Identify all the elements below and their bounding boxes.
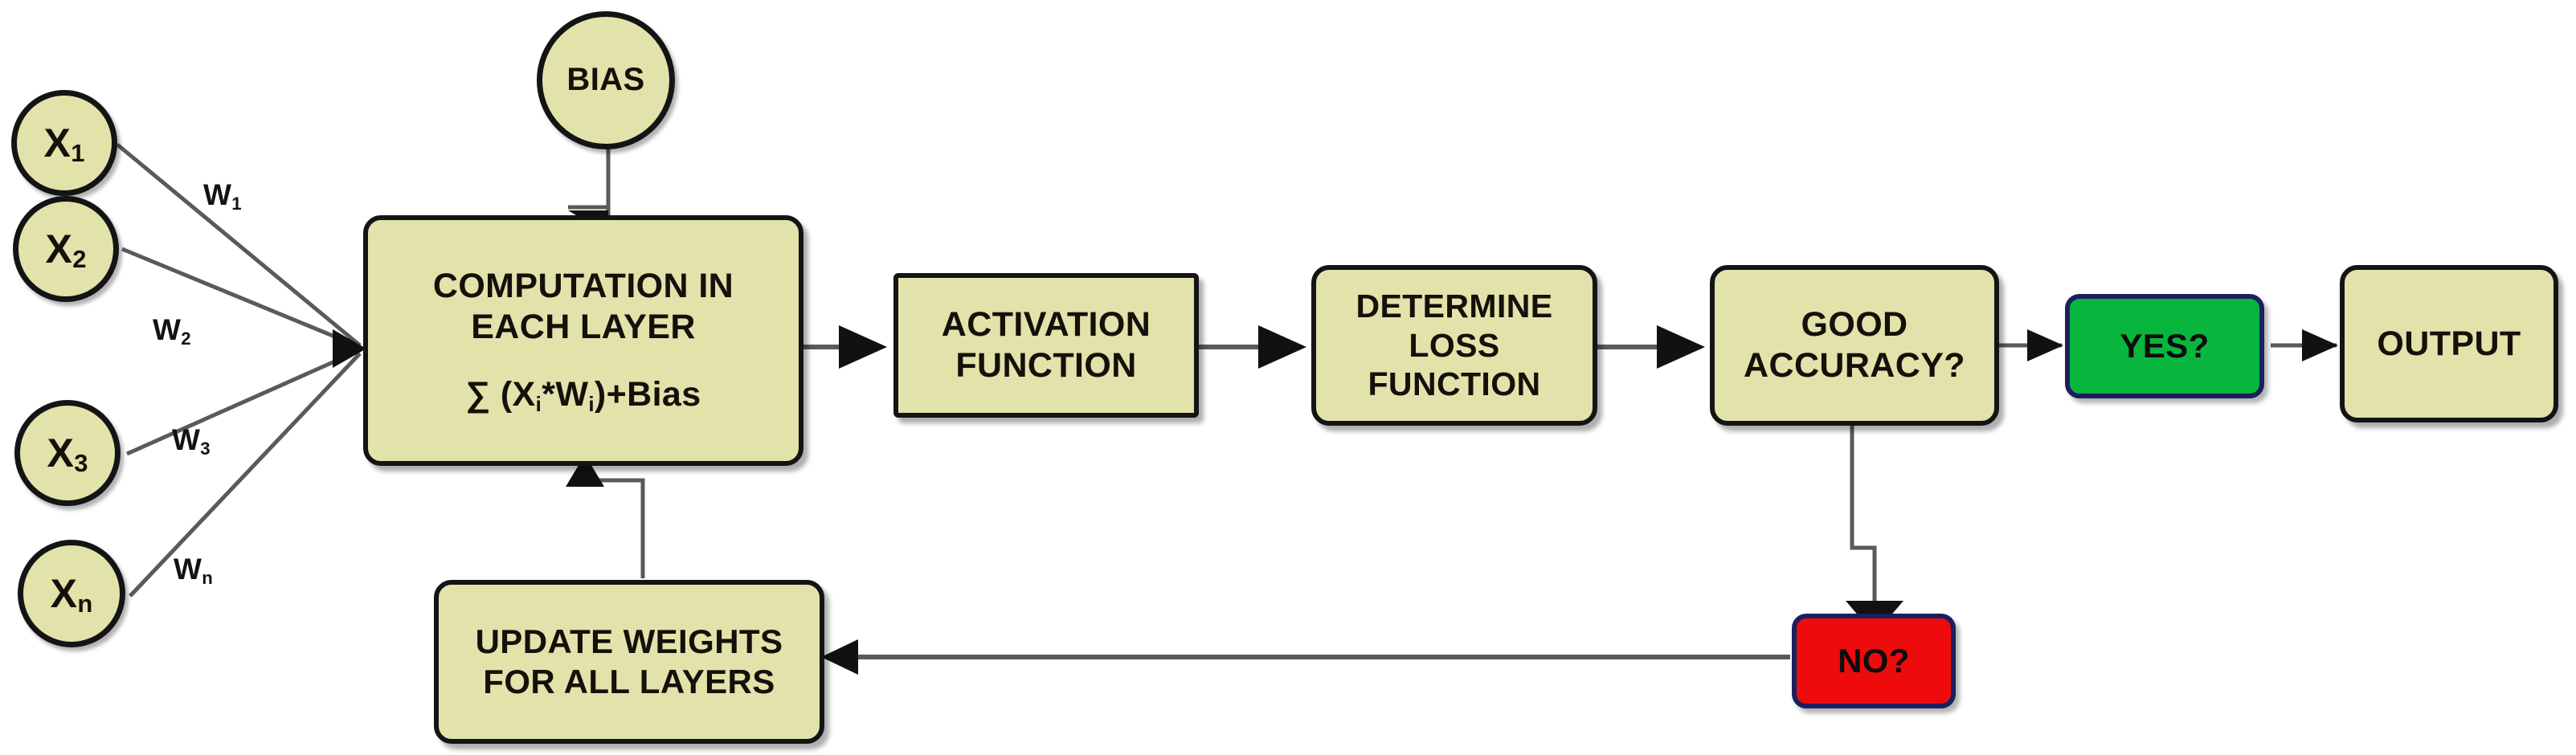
- computation-formula: ∑ (Xi*Wi)+Bias: [465, 375, 701, 416]
- loss-function-node[interactable]: DETERMINE LOSS FUNCTION: [1311, 265, 1597, 426]
- weight-label-w3: W3: [172, 423, 211, 459]
- weight-label-wn: Wn: [174, 553, 214, 588]
- weight-label-w1: W1: [203, 178, 242, 214]
- no-branch-node[interactable]: NO?: [1792, 614, 1956, 708]
- loss-line-2: LOSS: [1409, 326, 1500, 364]
- output-node[interactable]: OUTPUT: [2340, 265, 2558, 422]
- input-node-xn[interactable]: Xn: [18, 540, 125, 647]
- activation-line-1: ACTIVATION: [941, 305, 1151, 345]
- weight-label-w2: W2: [153, 313, 191, 349]
- update-weights-node[interactable]: UPDATE WEIGHTS FOR ALL LAYERS: [434, 580, 824, 744]
- edge-accuracy-no: [1850, 424, 1877, 604]
- loss-line-3: FUNCTION: [1368, 365, 1541, 403]
- output-label: OUTPUT: [2377, 324, 2521, 363]
- yes-branch-node[interactable]: YES?: [2065, 294, 2264, 398]
- computation-node[interactable]: COMPUTATION IN EACH LAYER ∑ (Xi*Wi)+Bias: [363, 215, 803, 466]
- input-node-x1-label: X1: [43, 120, 85, 168]
- bias-node[interactable]: BIAS: [537, 11, 675, 149]
- input-node-x2[interactable]: X2: [13, 196, 119, 302]
- input-node-x2-label: X2: [45, 226, 87, 274]
- loss-line-1: DETERMINE: [1355, 288, 1553, 325]
- update-weights-line-1: UPDATE WEIGHTS: [475, 622, 783, 661]
- activation-line-2: FUNCTION: [955, 346, 1137, 385]
- computation-line-1: COMPUTATION IN: [432, 266, 734, 305]
- bias-node-label: BIAS: [566, 62, 645, 98]
- arrowhead-update-weights: [821, 639, 858, 675]
- accuracy-line-1: GOOD: [1801, 305, 1908, 345]
- accuracy-line-2: ACCURACY?: [1744, 346, 1965, 385]
- accuracy-decision-node[interactable]: GOOD ACCURACY?: [1710, 265, 1999, 426]
- input-node-xn-label: Xn: [50, 570, 93, 618]
- edge-x3-computation: [125, 348, 362, 456]
- computation-line-2: EACH LAYER: [471, 307, 696, 346]
- input-node-x1[interactable]: X1: [11, 90, 117, 196]
- activation-function-node[interactable]: ACTIVATION FUNCTION: [893, 273, 1199, 418]
- edge-xn-computation: [129, 352, 362, 598]
- input-node-x3[interactable]: X3: [14, 400, 121, 506]
- edge-update-weights-computation: [583, 475, 645, 578]
- input-node-x3-label: X3: [47, 430, 88, 478]
- arrowhead-inputs-to-computation: [333, 329, 366, 368]
- no-branch-label: NO?: [1838, 642, 1910, 680]
- yes-branch-label: YES?: [2120, 327, 2210, 365]
- update-weights-line-2: FOR ALL LAYERS: [483, 663, 775, 700]
